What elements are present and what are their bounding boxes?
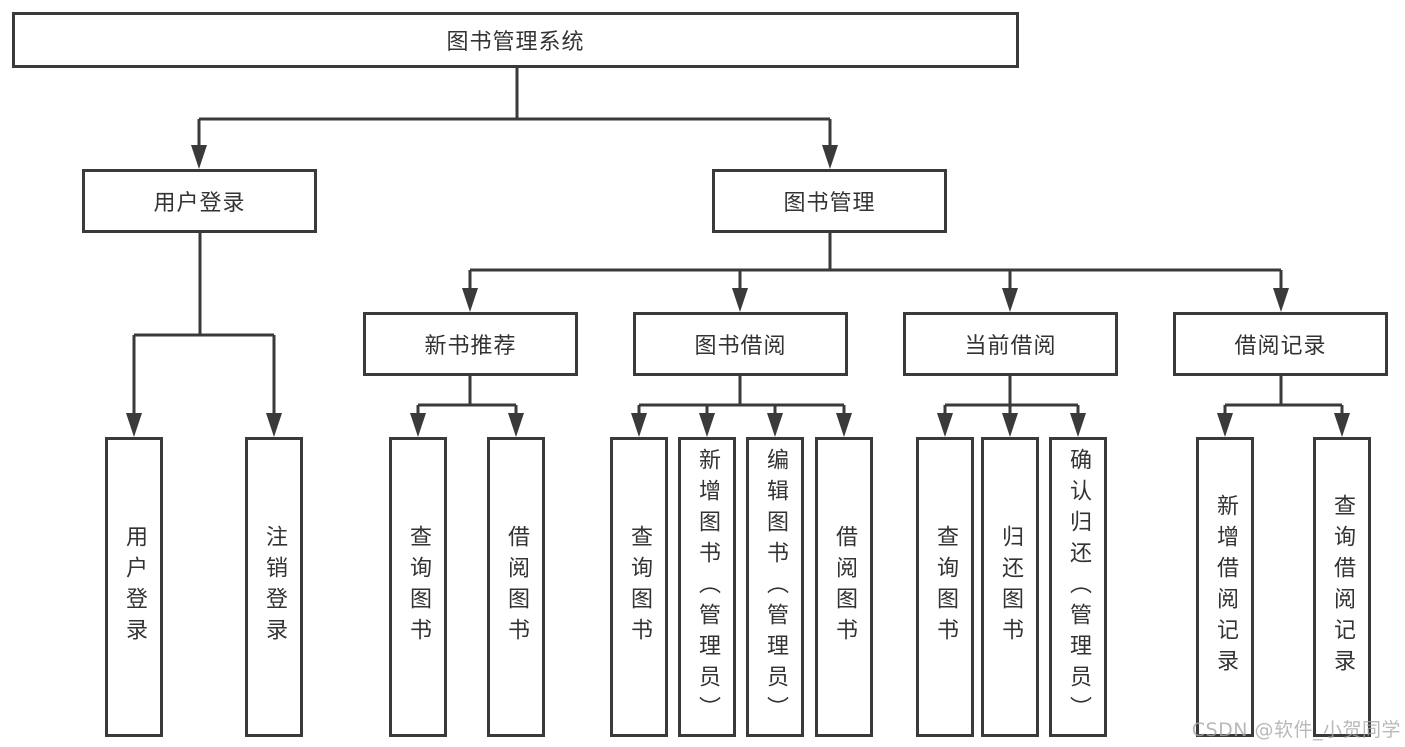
node-current-borrowing: 当前借阅 [903,312,1118,376]
node-leaf-query-books-current: 查询图书 [916,437,974,737]
node-leaf-return-books: 归还图书 [981,437,1039,737]
node-leaf-borrow-books-recommend: 借阅图书 [487,437,545,737]
node-user-login: 用户登录 [82,169,317,233]
node-leaf-query-borrow-record: 查询借阅记录 [1313,437,1371,737]
node-leaf-borrow-books: 借阅图书 [815,437,873,737]
node-library-management-system: 图书管理系统 [12,12,1019,68]
node-borrowing-records: 借阅记录 [1173,312,1388,376]
node-leaf-add-borrow-record: 新增借阅记录 [1196,437,1254,737]
csdn-watermark: CSDN @软件_小贺同学 [1191,719,1401,741]
node-book-management: 图书管理 [712,169,947,233]
node-leaf-query-books-borrowing: 查询图书 [610,437,668,737]
node-leaf-edit-books-admin: 编辑图书（管理员） [746,437,804,737]
node-book-borrowing: 图书借阅 [633,312,848,376]
node-leaf-logout: 注销登录 [245,437,303,737]
node-leaf-user-login: 用户登录 [105,437,163,737]
node-leaf-add-books-admin: 新增图书（管理员） [678,437,736,737]
node-leaf-query-books-recommend: 查询图书 [389,437,447,737]
node-new-book-recommend: 新书推荐 [363,312,578,376]
node-leaf-confirm-return-admin: 确认归还（管理员） [1049,437,1107,737]
